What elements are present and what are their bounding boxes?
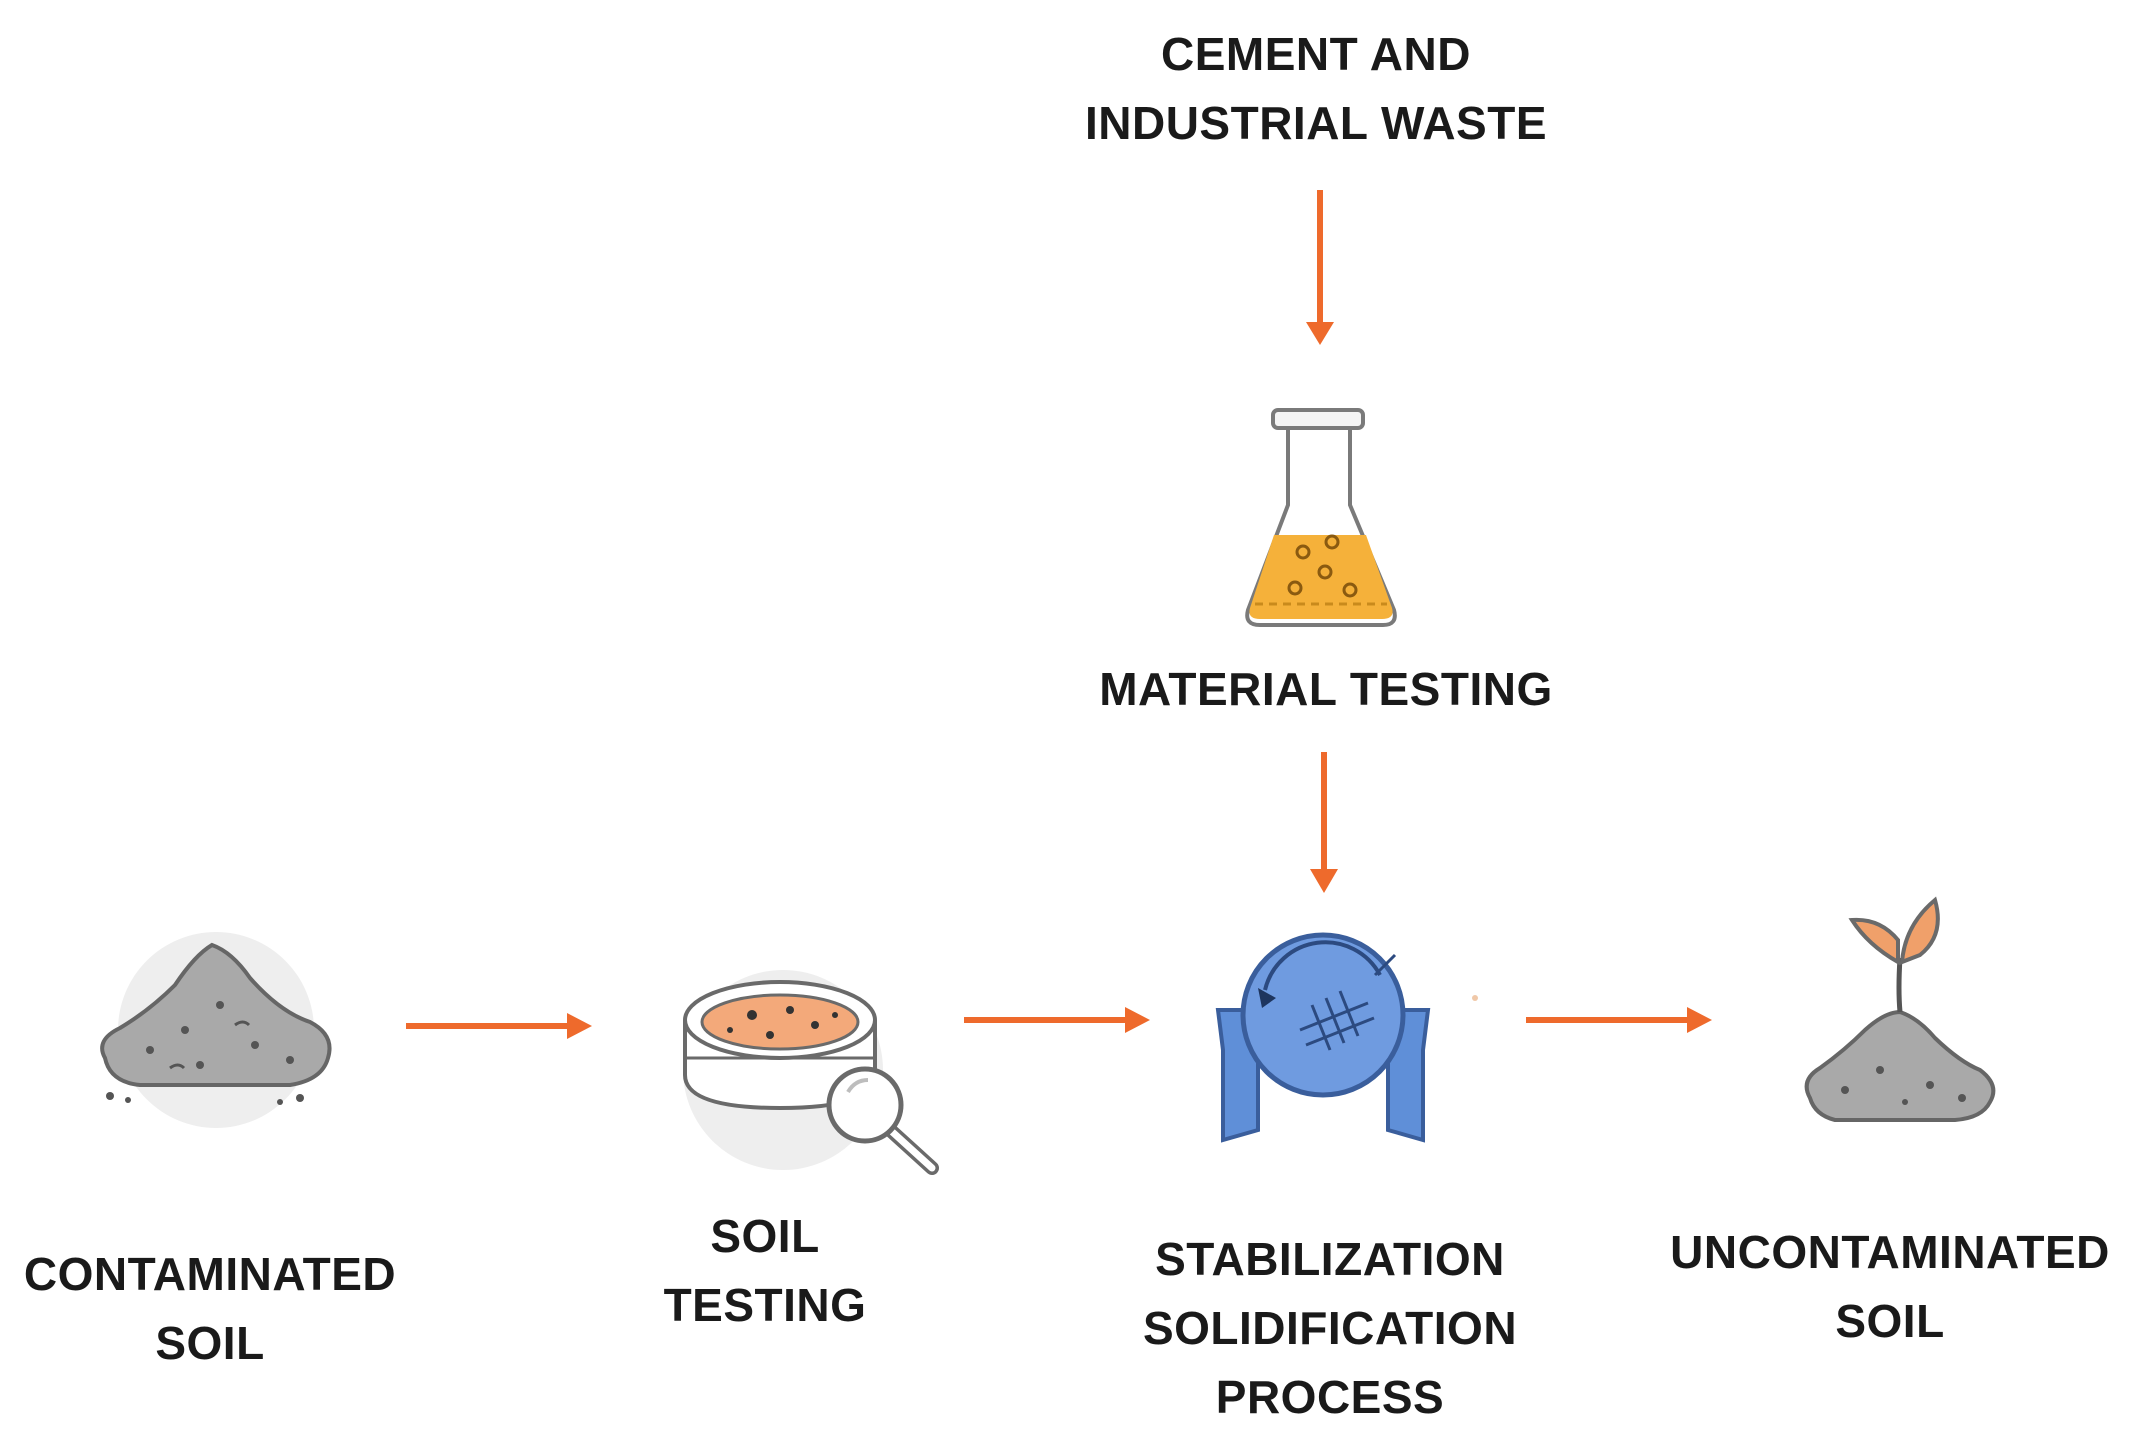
soil-pile-icon <box>100 932 332 1128</box>
mixer-drum-icon <box>1215 932 1478 1143</box>
arrow-process-to-uncontaminated <box>1526 1007 1712 1033</box>
source-label-line1: CEMENT AND <box>1161 28 1471 80</box>
material-testing-label: MATERIAL TESTING <box>1099 663 1553 715</box>
contaminated-soil-label: CONTAMINATED SOIL <box>0 1240 420 1378</box>
arrow-contaminated-to-testing <box>406 1013 592 1039</box>
source-label: CEMENT AND INDUSTRIAL WASTE <box>1036 20 1596 158</box>
uncontaminated-soil-label: UNCONTAMINATED SOIL <box>1660 1218 2120 1356</box>
arrow-testing-to-process <box>964 1007 1150 1033</box>
stabilization-label: STABILIZATION SOLIDIFICATION PROCESS <box>1110 1225 1550 1432</box>
sprout-soil-icon <box>1804 896 1996 1122</box>
arrow-material-to-process <box>1310 752 1338 893</box>
contaminated-soil-label-line2: SOIL <box>155 1317 265 1369</box>
petri-dish-magnifier-icon <box>683 970 939 1175</box>
stabilization-label-line3: PROCESS <box>1215 1371 1445 1423</box>
arrow-source-to-material <box>1306 190 1334 345</box>
stabilization-label-line1: STABILIZATION <box>1155 1233 1505 1285</box>
contaminated-soil-label-line1: CONTAMINATED <box>23 1248 397 1300</box>
source-label-line2: INDUSTRIAL WASTE <box>1084 97 1548 149</box>
uncontaminated-soil-label-line2: SOIL <box>1835 1295 1945 1347</box>
soil-testing-label: SOIL TESTING <box>615 1202 915 1340</box>
soil-testing-label-line1: SOIL <box>710 1210 820 1262</box>
uncontaminated-soil-label-line1: UNCONTAMINATED <box>1670 1226 2110 1278</box>
flask-icon <box>1245 408 1397 627</box>
soil-testing-label-line2: TESTING <box>663 1279 867 1331</box>
stabilization-label-line2: SOLIDIFICATION <box>1142 1302 1518 1354</box>
